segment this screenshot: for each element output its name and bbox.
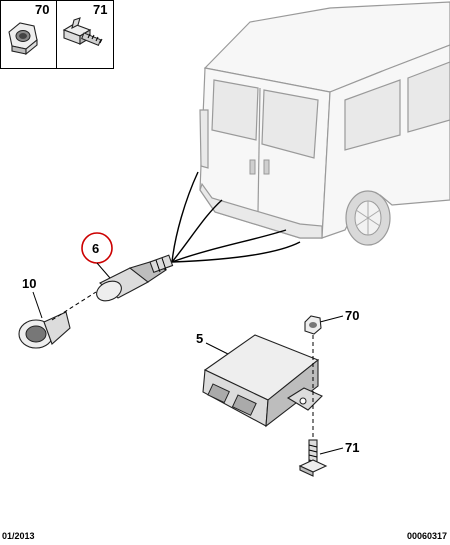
screw-part bbox=[298, 439, 328, 477]
inset-screw-icon bbox=[62, 17, 103, 46]
screw-71-callout[interactable]: 71 bbox=[319, 440, 359, 455]
label-5: 5 bbox=[196, 331, 203, 346]
label-10: 10 bbox=[22, 276, 36, 291]
footer-date: 01/2013 bbox=[2, 531, 35, 541]
inset-nut-icon bbox=[8, 22, 38, 56]
sensor-location-lines bbox=[171, 171, 301, 263]
inset-hardware-box: 70 71 bbox=[0, 0, 114, 69]
van-illustration bbox=[199, 1, 450, 246]
ecu-part bbox=[202, 334, 323, 428]
label-71: 71 bbox=[345, 440, 359, 455]
sensor-6-callout[interactable]: 6 bbox=[81, 232, 113, 279]
inset-label-70: 70 bbox=[35, 2, 49, 17]
parking-sensor-part bbox=[96, 254, 174, 302]
sensor-ring-part bbox=[18, 291, 97, 349]
nut-part bbox=[304, 315, 322, 450]
label-6: 6 bbox=[92, 241, 99, 256]
footer-reference: 00060317 bbox=[406, 531, 447, 541]
sensor-ring-10-callout[interactable]: 10 bbox=[22, 276, 43, 319]
label-70: 70 bbox=[345, 308, 359, 323]
inset-label-71: 71 bbox=[93, 2, 107, 17]
nut-70-callout[interactable]: 70 bbox=[319, 308, 359, 323]
van-rear-wheel bbox=[345, 190, 391, 246]
